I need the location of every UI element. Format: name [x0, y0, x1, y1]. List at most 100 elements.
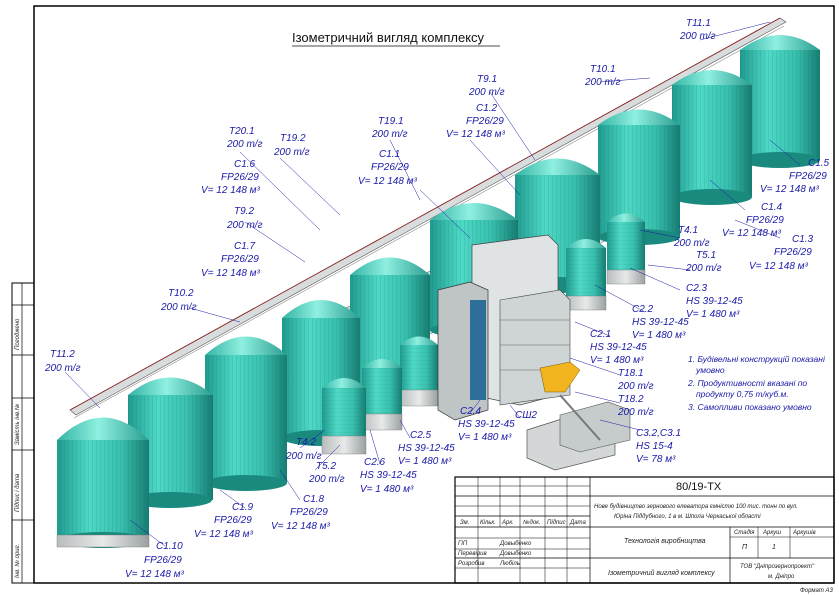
org-city: м. Дніпро: [768, 574, 795, 580]
silo-vol: V= 12 148 м³: [194, 529, 254, 540]
tower-label: СШ2: [515, 410, 537, 421]
side-label-0: Погоджено: [15, 318, 21, 350]
small-silo-vol: V= 1 480 м³: [686, 309, 740, 320]
role: Перевірив: [458, 551, 487, 557]
silo-type: FP26/29: [144, 555, 182, 566]
small-silo-shape: [361, 359, 403, 431]
conv-id: T4.1: [678, 225, 698, 236]
conv-cap: 200 т/г: [468, 87, 505, 98]
role: Розробив: [458, 561, 485, 567]
rev-header: Підпис: [547, 520, 566, 526]
drawing-title: Ізометричний вигляд комплексу: [292, 30, 485, 45]
conv-id: T19.2: [280, 133, 306, 144]
side-label-1: Замість інв.№: [14, 403, 21, 445]
rev-header: Арк.: [501, 520, 514, 526]
title-block-text: 80/19-ТХ Нове будівництво зернового елев…: [458, 481, 833, 594]
small-silo-id: C2.4: [460, 406, 482, 417]
grey-bunker: [526, 394, 631, 471]
small-silo-vol: V= 1 480 м³: [590, 355, 644, 366]
small-silo-type: HS 39-12-45: [590, 342, 647, 353]
conv-id: T18.1: [618, 368, 644, 379]
rev-header: №док.: [523, 519, 541, 526]
person: Любіль: [499, 561, 520, 567]
bunker-id: C3.2,C3.1: [636, 428, 681, 439]
silo-type: FP26/29: [214, 515, 252, 526]
small-silo-id: C2.2: [632, 304, 654, 315]
conv-cap: 200 т/г: [371, 129, 408, 140]
role: ГІП: [458, 541, 468, 547]
sheet-value: 1: [772, 544, 776, 551]
silo-type: FP26/29: [221, 172, 259, 183]
silo-vol: V= 12 148 м³: [749, 261, 809, 272]
silo-shape: [672, 70, 752, 205]
section-name: Технологія виробництва: [624, 537, 706, 545]
conv-cap: 200 т/г: [308, 474, 345, 485]
labels: T11.1 200 т/г T10.1 200 т/г T9.1 200 т/г…: [44, 18, 830, 580]
conv-cap: 200 т/г: [44, 363, 81, 374]
note-line: продукту 0,75 т/куб.м.: [696, 389, 789, 399]
conv-cap: 200 т/г: [584, 77, 621, 88]
note-line: 1. Будівельні конструкцій показані: [688, 354, 826, 364]
rev-header: Кільк.: [480, 520, 496, 526]
small-silo-type: HS 39-12-45: [398, 443, 455, 454]
silo-id: C1.10: [156, 541, 183, 552]
small-silo-shape: [321, 378, 367, 455]
silo-id: C1.9: [232, 502, 254, 513]
silo-shape: [205, 336, 287, 491]
conv-cap: 200 т/г: [226, 220, 263, 231]
central-tower: [437, 234, 581, 421]
silo-shape: [740, 35, 820, 168]
conv-cap: 200 т/г: [617, 381, 654, 392]
format-label: Формат А3: [800, 588, 833, 594]
small-silo-type: HS 39-12-45: [458, 419, 515, 430]
sheet-header: Аркуш: [762, 530, 781, 536]
silo-type: FP26/29: [746, 215, 784, 226]
small-silo-type: HS 39-12-45: [686, 296, 743, 307]
conv-id: T9.2: [234, 206, 254, 217]
silo-vol: V= 12 148 м³: [760, 184, 820, 195]
side-label-3: Інв. № ориг.: [14, 544, 21, 578]
conv-cap: 200 т/г: [160, 302, 197, 313]
silo-id: C1.4: [761, 202, 783, 213]
silo-type: FP26/29: [290, 507, 328, 518]
project-desc-1: Нове будівництво зернового елеватора ємн…: [594, 504, 798, 510]
silo-id: C1.8: [303, 494, 325, 505]
small-silo-shape: [399, 336, 439, 407]
silo-id: C1.2: [476, 103, 498, 114]
silo-type: FP26/29: [466, 116, 504, 127]
project-desc-2: Юріна Піддубного, 1 в м. Шпола Черкасько…: [614, 514, 761, 520]
small-silo-id: C2.1: [590, 329, 611, 340]
small-silo-id: C2.5: [410, 430, 432, 441]
small-silo-vol: V= 1 480 м³: [398, 456, 452, 467]
conv-id: T4.2: [296, 437, 316, 448]
silo-type: FP26/29: [221, 254, 259, 265]
note-line: 2. Продуктивності вказані по: [687, 378, 807, 388]
conv-id: T11.2: [50, 349, 75, 360]
leader-lines: [64, 21, 801, 547]
conv-cap: 200 т/г: [273, 147, 310, 158]
conv-id: T11.1: [686, 18, 711, 29]
conv-cap: 200 т/г: [285, 451, 322, 462]
note-line: умовно: [695, 365, 725, 375]
conv-cap: 200 т/г: [685, 263, 722, 274]
org-name: ТОВ "Дніпрозернопроект": [740, 564, 815, 570]
silo-type: FP26/29: [371, 162, 409, 173]
conv-cap: 200 т/г: [673, 238, 710, 249]
silo-id: C1.7: [234, 241, 256, 252]
silo-vol: V= 12 148 м³: [201, 185, 261, 196]
silo-id: C1.5: [808, 158, 830, 169]
silo-vol: V= 12 148 м³: [125, 569, 185, 580]
silo-vol: V= 12 148 м³: [722, 228, 782, 239]
conv-id: T5.1: [696, 250, 716, 261]
person: Довыбенко: [499, 551, 532, 557]
upper-conveyor-gallery: [69, 17, 787, 419]
bunker-type: HS 15-4: [636, 441, 673, 452]
title-block: [454, 476, 835, 584]
person: Довыбенко: [499, 541, 532, 547]
sheets-header: Аркушів: [792, 530, 816, 536]
small-silo-id: C2.6: [364, 457, 386, 468]
rev-header: Зм.: [460, 520, 469, 526]
small-silo-vol: V= 1 480 м³: [458, 432, 512, 443]
drawing-code: 80/19-ТХ: [676, 481, 722, 493]
